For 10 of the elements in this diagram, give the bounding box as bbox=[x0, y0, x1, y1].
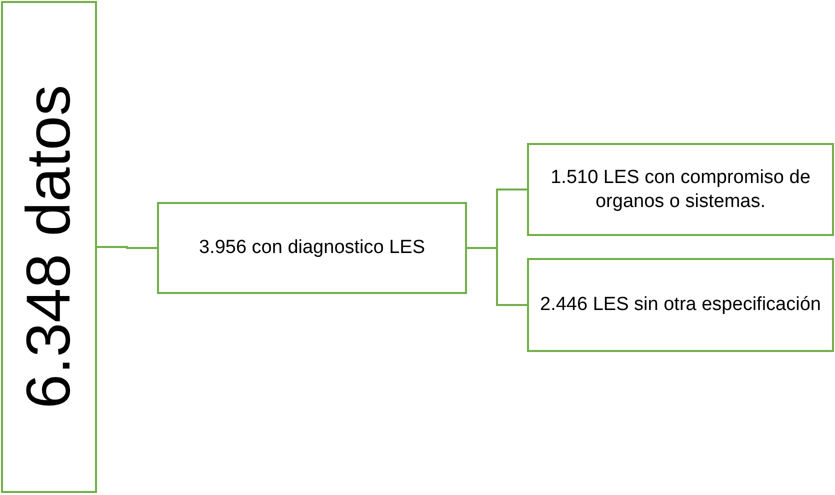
root-box bbox=[1, 1, 97, 493]
box-text: 3.956 con diagnostico LES bbox=[198, 236, 426, 260]
category-box bbox=[157, 202, 467, 294]
category-box bbox=[527, 258, 834, 352]
vertical-title: 6.348 datos bbox=[13, 84, 84, 410]
box-text: 1.510 LES con compromiso de organos o sistemas. bbox=[550, 166, 812, 214]
category-box bbox=[527, 143, 834, 236]
connector-line bbox=[97, 246, 157, 249]
connector-line bbox=[467, 247, 527, 306]
box-text: 2.446 LES sin otra especificación bbox=[540, 293, 821, 317]
